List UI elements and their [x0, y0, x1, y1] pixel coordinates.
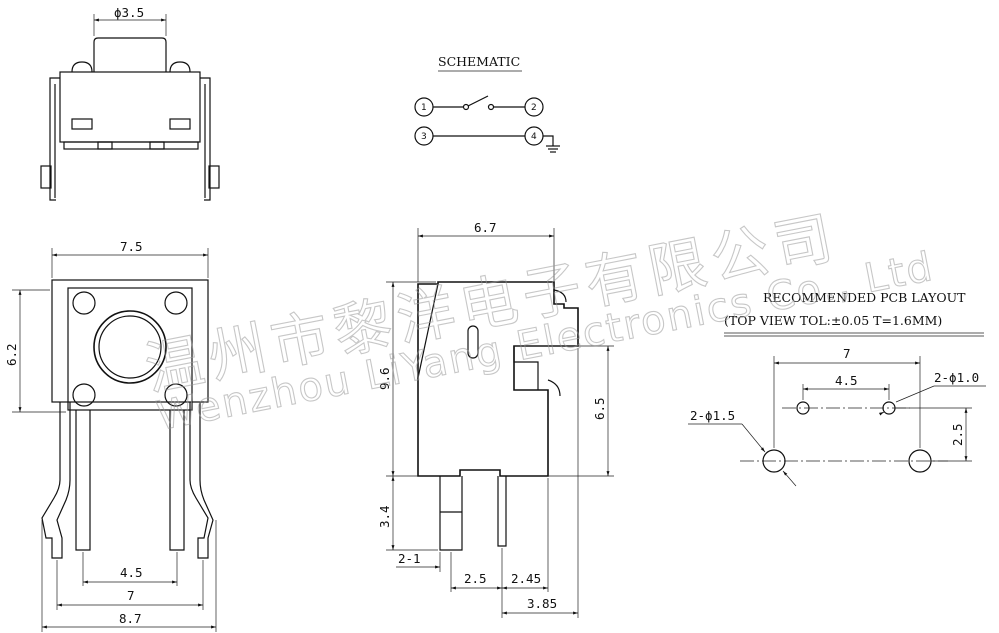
dim-height: 6.2	[4, 343, 19, 366]
pcb-dim-pitch: 4.5	[835, 373, 858, 388]
dim-pin-pitch: 4.5	[120, 565, 143, 580]
dim-lead-pitch: 2.5	[464, 571, 487, 586]
dim-depth: 6.7	[474, 220, 497, 235]
dim-mount-height: 6.5	[592, 397, 607, 420]
pcb-layout: RECOMMENDED PCB LAYOUT (TOP VIEW TOL:±0.…	[688, 290, 986, 487]
pcb-dim-row-gap: 2.5	[950, 423, 965, 446]
side-view: 6.7 9.6 6.5 3.4 2-1 2.5 2.45 3.85	[377, 220, 614, 618]
top-view: ϕ3.5	[40, 5, 220, 201]
pin-label-3: 3	[421, 132, 427, 142]
pin-label-2: 2	[531, 103, 537, 113]
pcb-dim-small-holes: 2-ϕ1.0	[934, 370, 979, 385]
dim-lead-width: 2-1	[398, 551, 421, 566]
schematic: SCHEMATIC 1 2 3 4	[414, 54, 560, 153]
pin-label-4: 4	[531, 132, 537, 142]
dim-button-diameter: ϕ3.5	[114, 5, 144, 20]
dim-pin-span: 7	[127, 588, 135, 603]
pcb-layout-subtitle: (TOP VIEW TOL:±0.05 T=1.6MM)	[724, 313, 942, 328]
dim-overall: 8.7	[119, 611, 142, 626]
pcb-dim-large-holes: 2-ϕ1.5	[690, 408, 735, 423]
dim-lead-length: 3.4	[377, 505, 392, 528]
pin-label-1: 1	[421, 103, 427, 113]
dim-width: 7.5	[120, 239, 143, 254]
pcb-layout-title: RECOMMENDED PCB LAYOUT	[763, 290, 966, 305]
pcb-dim-span: 7	[843, 346, 851, 361]
dim-lead-offset: 2.45	[511, 571, 541, 586]
dim-total-height: 9.6	[377, 367, 392, 390]
dim-lead-reach: 3.85	[527, 596, 557, 611]
schematic-title: SCHEMATIC	[438, 54, 520, 69]
front-view: 7.5 6.2 4.5 7 8.7	[4, 239, 217, 632]
